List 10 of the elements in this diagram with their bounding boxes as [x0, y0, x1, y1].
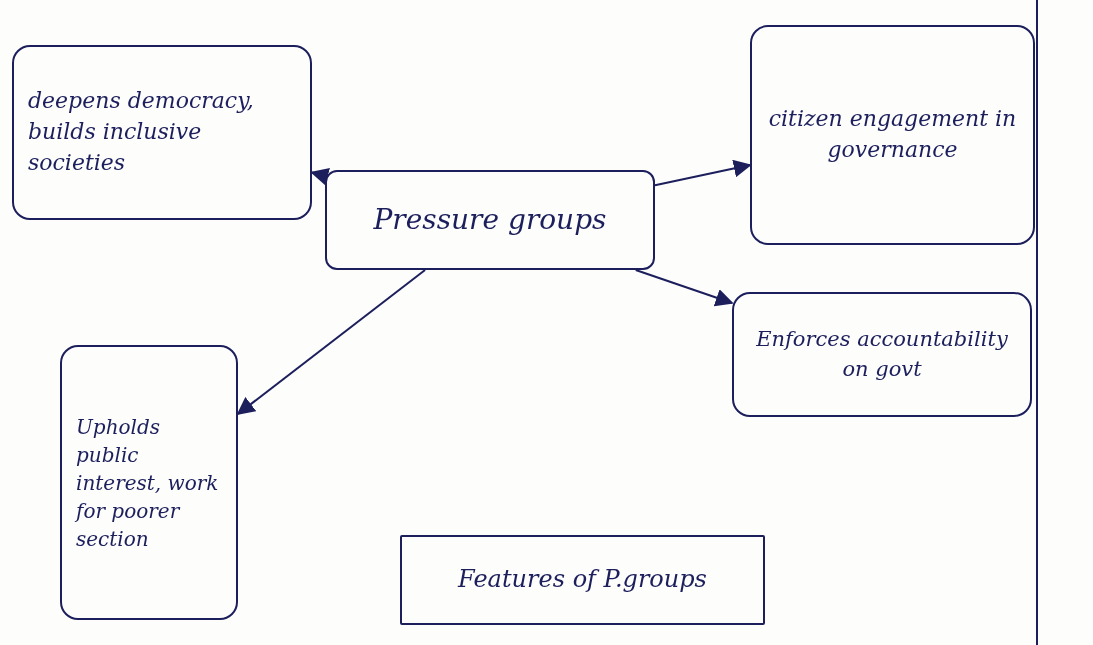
topic-box: Upholds public interest, work for poorer section — [60, 345, 238, 620]
arrow — [236, 269, 427, 416]
arrow — [654, 159, 752, 187]
topic-box: citizen engagement in governance — [750, 25, 1035, 245]
title-box: Features of P.groups — [400, 535, 765, 625]
topic-box: Pressure groups — [325, 170, 655, 270]
topic-box: Enforces accountability on govt — [732, 292, 1032, 417]
arrow — [634, 269, 734, 307]
topic-box: deepens democracy, builds inclusive societies — [12, 45, 312, 220]
arrow — [310, 168, 330, 186]
